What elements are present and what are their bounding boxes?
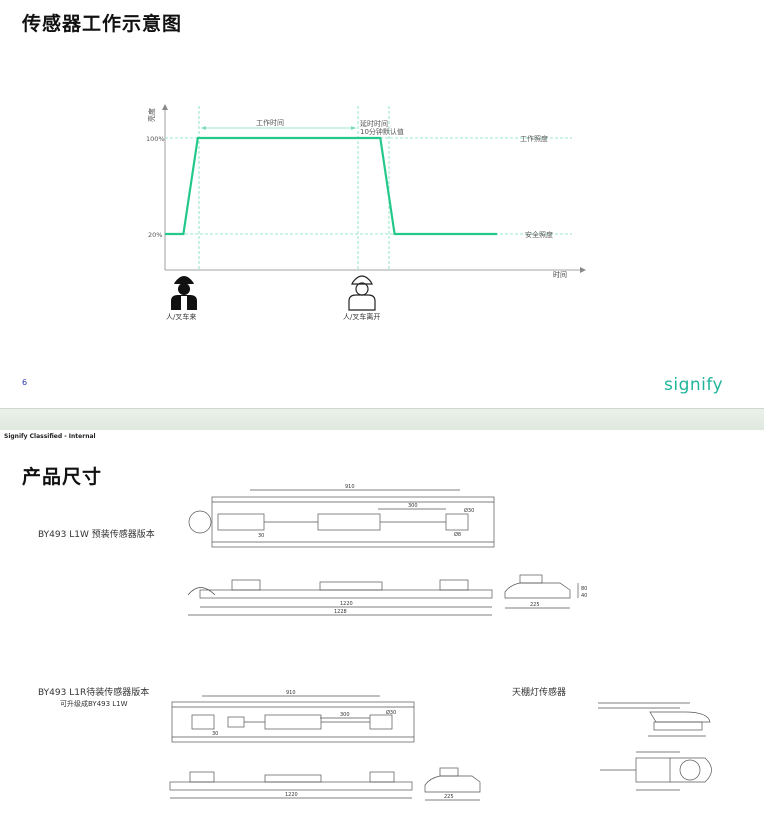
dim-phi30b: Ø30 bbox=[386, 709, 396, 716]
dim-225: 225 bbox=[530, 602, 540, 608]
slide-divider bbox=[0, 408, 764, 431]
v2-end-view bbox=[424, 775, 481, 793]
work-level-label: 工作照度 bbox=[520, 134, 548, 143]
v1-driver bbox=[317, 513, 381, 531]
event-arrive-label: 人/叉车来 bbox=[166, 312, 196, 321]
classification-label: Signify Classified - Internal bbox=[4, 433, 96, 440]
worker-leave-icon bbox=[348, 275, 376, 311]
event-leave-label: 人/叉车离开 bbox=[343, 312, 380, 321]
slide-sensor-diagram: 传感器工作示意图 亮度 时间 工作时间 延时时间 10分钟默认值 工作照度 安全… bbox=[0, 0, 764, 408]
worker-arrive-icon bbox=[171, 276, 197, 310]
v2-top-housing bbox=[171, 701, 415, 743]
sensor-chart: 亮度 时间 工作时间 延时时间 10分钟默认值 工作照度 安全照度 100% 2… bbox=[146, 104, 586, 321]
dim-1220: 1220 bbox=[340, 601, 353, 607]
y-axis-arrow bbox=[162, 104, 168, 110]
slide-title: 传感器工作示意图 bbox=[22, 13, 183, 35]
dim-40: 40 bbox=[581, 593, 587, 599]
y-axis-label: 亮度 bbox=[147, 108, 156, 122]
slide-product-dimensions: Signify Classified - Internal 产品尺寸 BY493… bbox=[0, 430, 764, 823]
v1-sensor bbox=[188, 510, 212, 534]
light-level-series bbox=[165, 136, 498, 236]
variant2-sublabel: 可升级成BY493 L1W bbox=[60, 700, 128, 708]
v1-end-view bbox=[504, 582, 571, 599]
dim-910: 910 bbox=[345, 484, 355, 490]
dim-phi30: Ø30 bbox=[464, 507, 474, 514]
dim-300b: 300 bbox=[340, 712, 350, 718]
ceiling-sensor-label: 天棚灯传感器 bbox=[512, 688, 567, 698]
dim-910b: 910 bbox=[286, 690, 296, 696]
dimension-drawings: 910 300 30 Ø30 Ø8 1220 1228 225 80 40 91… bbox=[169, 484, 712, 801]
dim-80: 80 bbox=[581, 586, 587, 592]
tick-20: 20% bbox=[148, 231, 162, 239]
variant2-label: BY493 L1R待装传感器版本 bbox=[38, 688, 150, 698]
v1-top-housing bbox=[211, 496, 495, 548]
ceiling-sensor-front bbox=[635, 757, 671, 783]
x-axis-label: 时间 bbox=[553, 270, 567, 279]
ceiling-sensor-side bbox=[649, 711, 711, 723]
x-axis-arrow bbox=[580, 267, 586, 273]
work-time-label: 工作时间 bbox=[256, 118, 284, 127]
slide-title-2: 产品尺寸 bbox=[22, 466, 103, 488]
dim-300: 300 bbox=[408, 503, 418, 509]
dim-phi8: Ø8 bbox=[454, 531, 461, 538]
safe-level-label: 安全照度 bbox=[525, 230, 553, 239]
v2-side-housing bbox=[169, 781, 413, 791]
dim-1220b: 1220 bbox=[285, 792, 298, 798]
tick-100: 100% bbox=[146, 135, 165, 143]
delay-label-2: 10分钟默认值 bbox=[360, 127, 404, 136]
v1-side-housing bbox=[199, 589, 493, 599]
page-number: 6 bbox=[22, 378, 28, 387]
delay-label-1: 延时时间 bbox=[360, 119, 388, 128]
signify-logo: signify bbox=[664, 375, 724, 395]
dim-30b: 30 bbox=[212, 731, 218, 737]
v2-driver bbox=[264, 714, 322, 730]
dim-225b: 225 bbox=[444, 794, 454, 800]
dim-30: 30 bbox=[258, 533, 264, 539]
dim-1228: 1228 bbox=[334, 609, 347, 615]
variant1-label: BY493 L1W 预装传感器版本 bbox=[38, 530, 155, 540]
